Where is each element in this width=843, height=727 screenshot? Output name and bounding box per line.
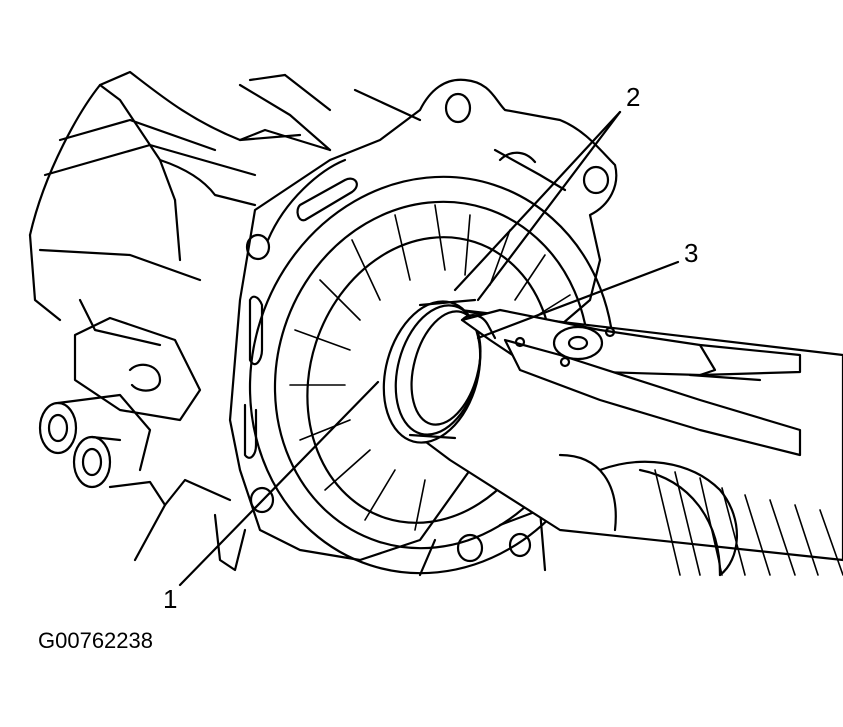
callout-3: 3 [684,238,699,268]
figure-id: G00762238 [38,628,153,653]
snap-ring-pliers [460,308,802,457]
leader-line-2b [476,110,622,302]
leader-lines [178,110,680,587]
leader-line-1 [178,380,380,587]
snap-ring [382,298,482,444]
transmission-housing [28,70,422,347]
callout-2: 2 [626,82,641,112]
ribs [289,204,571,531]
leader-line-3 [476,260,680,340]
housing-mount-boss [38,316,232,562]
leader-line-2a [453,110,622,292]
callout-1: 1 [163,584,178,614]
